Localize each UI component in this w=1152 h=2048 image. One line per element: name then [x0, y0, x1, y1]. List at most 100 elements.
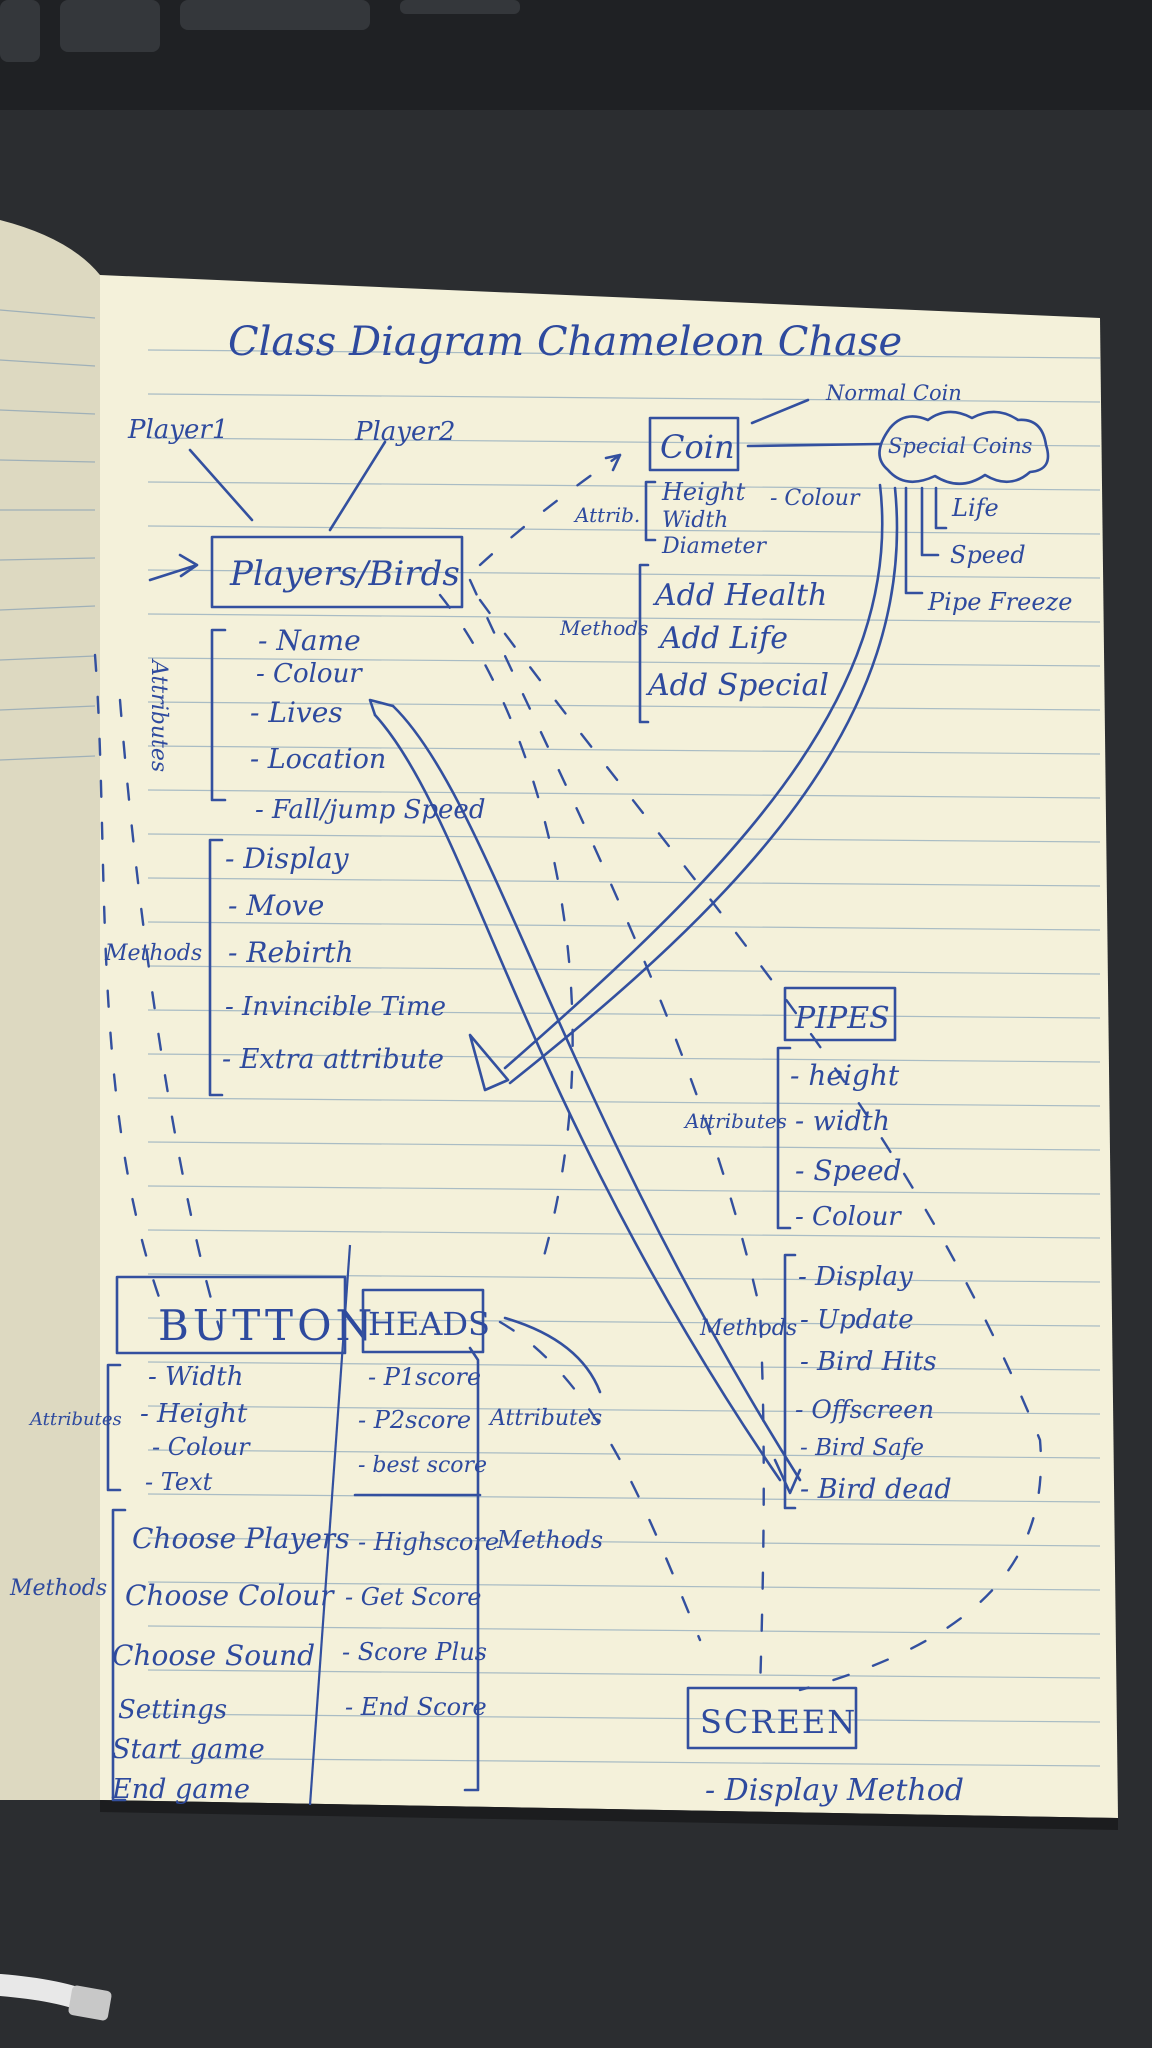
ruled-line — [147, 525, 1101, 535]
coin-class: Coin Special Coins Life Speed Pipe Freez… — [559, 410, 1072, 724]
players-methods-label: Methods — [104, 941, 202, 966]
normal-coin-label: Normal Coin — [825, 381, 962, 405]
pipes-attr-height: - height — [790, 1059, 900, 1092]
players-method-rebirth: - Rebirth — [228, 936, 354, 969]
ruled-line — [147, 613, 1101, 623]
ruled-line — [147, 1625, 1101, 1635]
screen-class: SCREEN - Display Method — [686, 1686, 964, 1808]
ruled-line — [147, 1713, 1101, 1723]
ruled-line — [147, 701, 1101, 711]
heads-method-score-plus: - Score Plus — [342, 1638, 487, 1666]
button-box — [115, 1275, 347, 1355]
coin-colour: - Colour — [770, 486, 861, 511]
players-attr-speed: - Fall/jump Speed — [255, 795, 485, 825]
players-attr-name: - Name — [258, 624, 361, 657]
ruled-line — [147, 877, 1101, 887]
coin-attrib-label: Attrib. — [573, 503, 640, 527]
players-attr-colour: - Colour — [256, 659, 363, 689]
button-attributes-label: Attributes — [28, 1409, 122, 1430]
coin-method-life: Add Life — [657, 621, 788, 656]
pipes-class: PIPES Attributes - height - width - Spee… — [683, 986, 952, 1510]
button-attr-width: - Width — [148, 1362, 243, 1392]
ruled-line — [147, 657, 1101, 667]
ruled-line — [147, 349, 1101, 359]
ruled-line — [147, 1317, 1101, 1327]
heads-class: HEADS - P1score - P2score - best score A… — [342, 1288, 603, 1721]
button-methods-label: Methods — [9, 1576, 107, 1601]
button-attr-colour: - Colour — [152, 1433, 251, 1461]
pipes-attributes-label: Attributes — [683, 1109, 787, 1133]
ruled-line — [147, 1273, 1101, 1283]
ruled-line — [147, 1361, 1101, 1371]
ruled-line — [147, 745, 1101, 755]
pipes-attr-speed: - Speed — [795, 1154, 902, 1187]
coin-method-special: Add Special — [645, 668, 829, 703]
button-attr-height: - Height — [140, 1399, 248, 1429]
screen-box — [686, 1686, 858, 1750]
heads-attr-best-score: - best score — [358, 1453, 487, 1478]
coin-attr-height: Height — [661, 478, 746, 506]
ruled-line — [147, 833, 1101, 843]
notebook-page — [100, 275, 1118, 1818]
ruled-line — [147, 1581, 1101, 1591]
special-speed: Speed — [950, 541, 1026, 569]
button-method-choose-sound: Choose Sound — [112, 1639, 315, 1672]
button-title: BUTTON — [158, 1301, 376, 1350]
ruled-line — [147, 393, 1101, 403]
players-attributes-label: Attributes — [146, 658, 171, 772]
special-pipe-freeze: Pipe Freeze — [927, 588, 1072, 616]
ruled-line — [147, 1229, 1101, 1239]
button-method-choose-players: Choose Players — [132, 1522, 350, 1555]
button-class: BUTTON Attributes - Width - Height - Col… — [9, 1275, 376, 1805]
connectors — [93, 398, 1043, 1806]
pipes-method-bird-dead: - Bird dead — [800, 1474, 952, 1505]
pipes-method-bird-safe: - Bird Safe — [800, 1435, 924, 1461]
button-attr-text: - Text — [145, 1468, 213, 1496]
players-method-move: - Move — [228, 889, 324, 922]
heads-box — [361, 1288, 485, 1354]
ruled-line — [147, 789, 1101, 799]
heads-methods-label: Methods — [496, 1526, 603, 1554]
special-life: Life — [951, 494, 999, 522]
players-method-extra: - Extra attribute — [222, 1044, 444, 1075]
special-coins-cloud — [878, 410, 1050, 486]
ruled-line — [147, 921, 1101, 931]
ruled-line — [147, 1009, 1101, 1019]
coin-box — [648, 416, 740, 472]
ruled-line — [147, 1097, 1101, 1107]
button-method-start-game: Start game — [112, 1734, 265, 1765]
players-method-display: - Display — [225, 842, 350, 875]
heads-attributes-label: Attributes — [488, 1406, 602, 1431]
player2-label: Player2 — [354, 417, 455, 447]
pipes-attr-width: - width — [795, 1106, 890, 1137]
pipes-method-update: - Update — [800, 1305, 914, 1335]
players-birds-title: Players/Birds — [229, 554, 460, 594]
left-page — [0, 220, 100, 1800]
keyboard — [0, 0, 1152, 110]
screen-title: SCREEN — [700, 1703, 857, 1741]
ruled-line — [147, 1493, 1101, 1503]
ruled-line — [147, 1053, 1101, 1063]
pipes-method-display: - Display — [798, 1262, 913, 1292]
ruled-lines — [147, 349, 1101, 1767]
ruled-line — [147, 1405, 1101, 1415]
coin-methods-label: Methods — [559, 616, 648, 640]
special-coins-label: Special Coins — [888, 434, 1033, 458]
pipes-methods-label: Methods — [699, 1316, 797, 1341]
players-attr-location: - Location — [250, 744, 386, 775]
diagram-title: Class Diagram Chameleon Chase — [228, 319, 902, 365]
ruled-line — [147, 1537, 1101, 1547]
players-attr-lives: - Lives — [250, 696, 343, 729]
screen-method: - Display Method — [705, 1773, 964, 1808]
pipes-method-bird-hits: - Bird Hits — [800, 1347, 937, 1377]
player1-label: Player1 — [127, 415, 228, 445]
button-method-settings: Settings — [118, 1695, 227, 1725]
ruled-line — [147, 1669, 1101, 1679]
coin-title: Coin — [660, 428, 735, 466]
players-birds-class: Players/Birds Attributes - Name - Colour… — [104, 535, 485, 1097]
ruled-line — [147, 481, 1101, 491]
pipes-box — [783, 986, 897, 1042]
coin-method-health: Add Health — [652, 578, 827, 613]
ruled-line — [147, 437, 1101, 447]
